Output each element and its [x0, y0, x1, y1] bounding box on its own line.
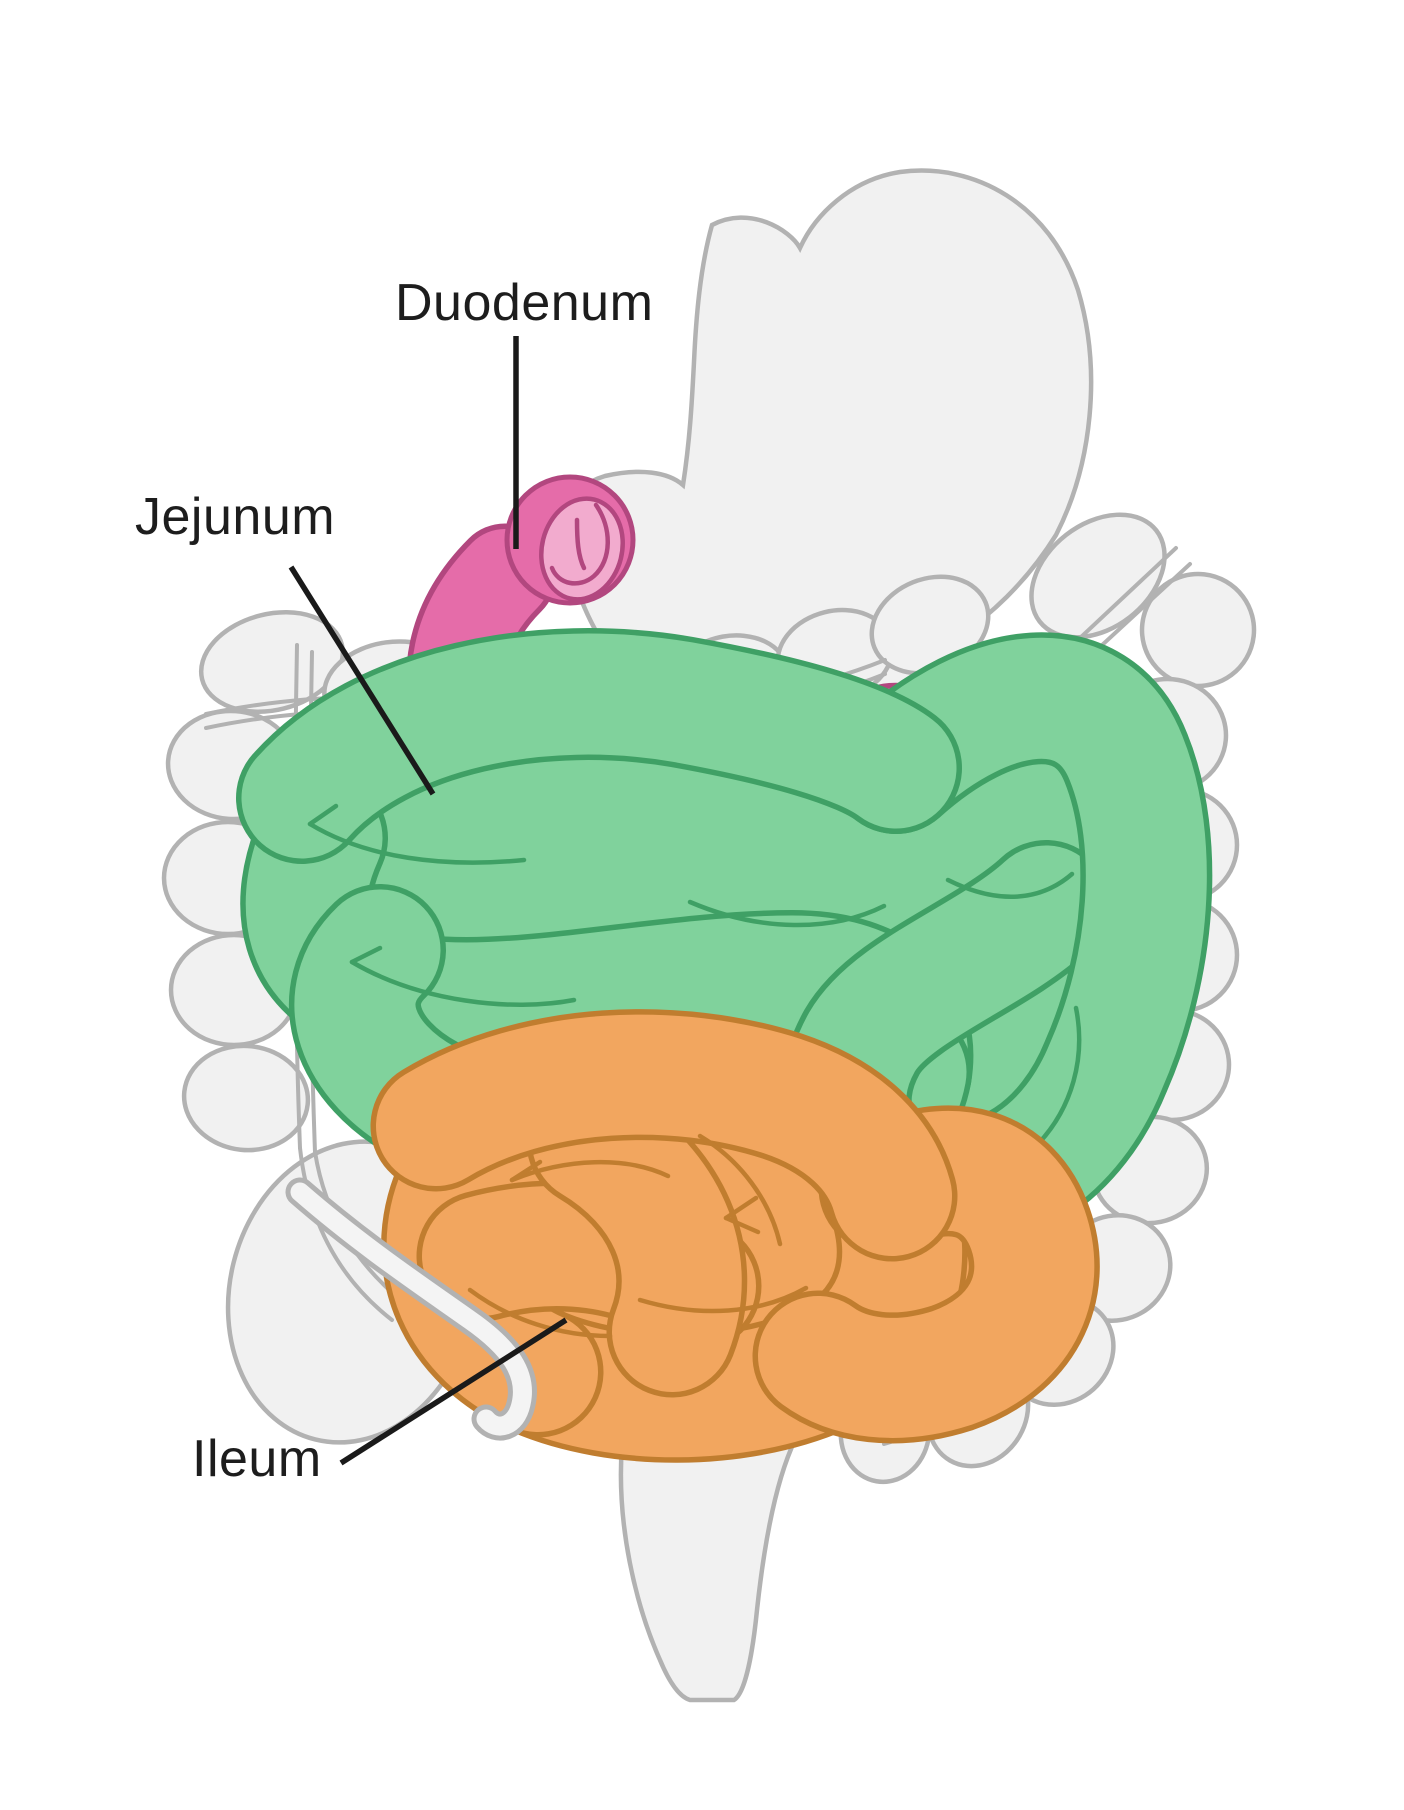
ileum-label: Ileum: [192, 1430, 322, 1488]
ileum: [370, 1009, 1100, 1463]
duodenum-cut-roll: [504, 474, 636, 606]
annotations: Duodenum Jejunum Ileum: [135, 274, 653, 1488]
duodenum-label: Duodenum: [395, 274, 653, 332]
appendix-tube: [285, 1177, 537, 1441]
rectum-shape: [618, 1436, 800, 1703]
ileum-creases: [467, 1133, 809, 1339]
ileum-leader-line: [339, 1317, 568, 1466]
jejunum-leader-line: [288, 565, 436, 796]
rectum: [618, 1436, 800, 1703]
jejunum-label: Jejunum: [135, 488, 335, 546]
